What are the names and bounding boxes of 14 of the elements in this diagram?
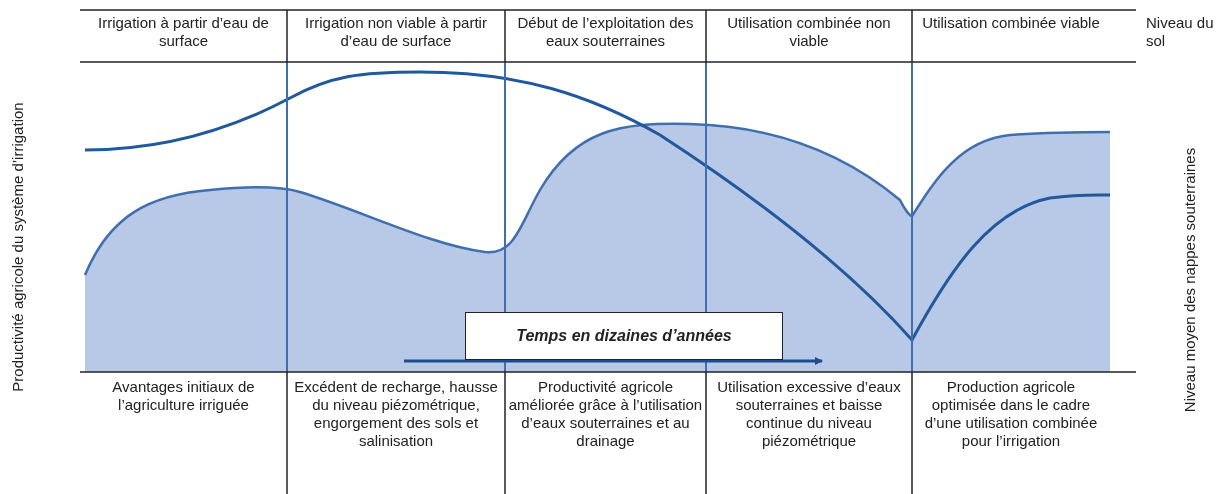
phase-description: Avantages initiaux de l’agriculture irriguée [111,378,256,414]
phase-description: Excédent de recharge, hausse du niveau piézométrique, engorgement des sols et salinisation [293,378,499,450]
phase-heading: Utilisation combinée non viable [726,14,892,50]
axis-title: Productivité agricole du système d’irrigation [9,101,27,394]
phase-heading: Irrigation à partir d’eau de surface [97,14,270,50]
phase-description: Productivité agricole améliorée grâce à l’utilisation d’eaux souterraines et au drainage [507,378,704,450]
ground-level-label: Niveau du sol [1146,14,1215,50]
axis-title: Niveau moyen des nappes souterraines [1181,146,1199,415]
phase-heading: Utilisation combinée viable [921,14,1101,32]
phase-description: Utilisation excessive d’eaux souterraines et baisse continue du niveau piézométrique [716,378,902,450]
time-axis-box: Temps en dizaines d’années [465,312,783,360]
phase-description: Production agricole optimisée dans le cadre d’une utilisation combinée pour l’irrigation [923,378,1099,450]
phase-heading: Début de l’exploitation des eaux souterraines [516,14,695,50]
phase-heading: Irrigation non viable à partir d’eau de surface [304,14,488,50]
